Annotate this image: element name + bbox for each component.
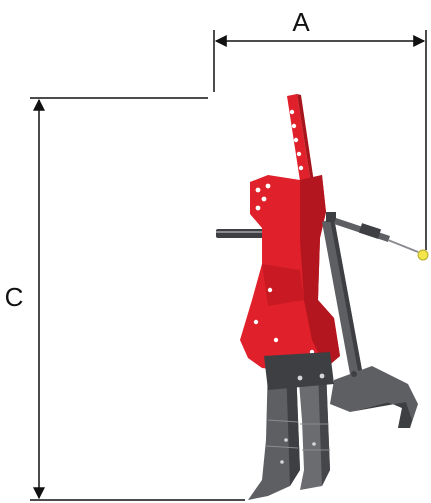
hydraulic-cylinder <box>322 212 429 374</box>
tine-bracket <box>264 352 334 390</box>
dimension-a: A <box>213 7 427 250</box>
hitch-pin <box>216 229 268 238</box>
front-tine <box>248 362 300 500</box>
dimension-a-label: A <box>292 7 310 37</box>
top-link-strap <box>287 94 315 194</box>
red-frame <box>240 175 340 372</box>
hose-coupler-icon <box>417 249 429 261</box>
rear-tine <box>298 368 330 490</box>
machine-illustration <box>216 94 429 500</box>
hook-clamp <box>330 366 418 428</box>
dimension-c-label: C <box>5 282 24 312</box>
dimension-c: C <box>5 97 245 501</box>
